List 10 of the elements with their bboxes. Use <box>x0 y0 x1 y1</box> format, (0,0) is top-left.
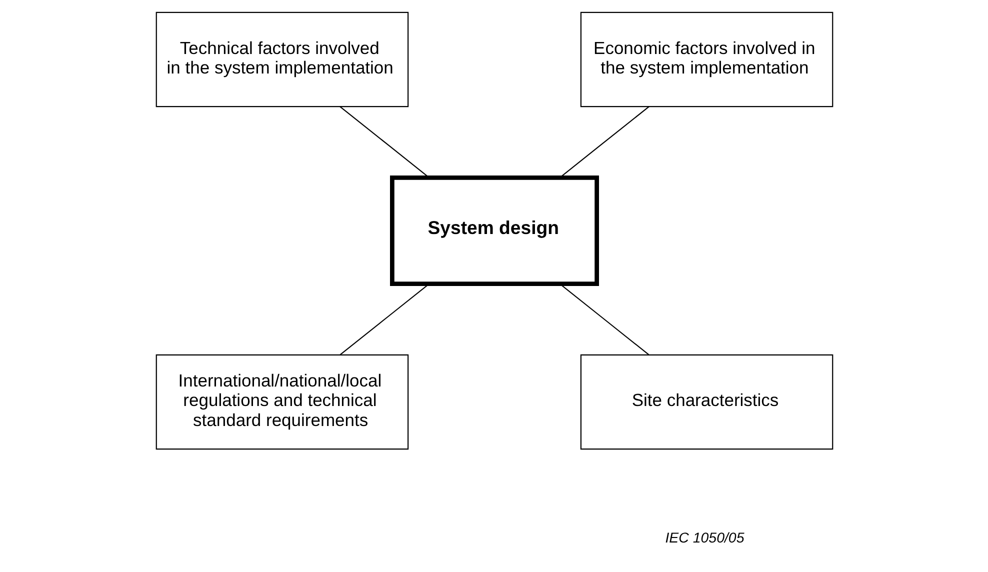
node-box: Technical factors involved in the system implementation <box>155 12 408 108</box>
connector <box>559 106 649 178</box>
node-box: International/national/local regulations and technical standard requirements <box>155 354 408 450</box>
node-box: System design <box>390 175 598 286</box>
label: IEC 1050/05 <box>664 530 744 546</box>
connector <box>559 284 649 356</box>
node-box: Economic factors involved in the system implementation <box>580 12 833 108</box>
node-box: Site characteristics <box>580 354 833 450</box>
connector <box>339 284 429 356</box>
connector <box>339 106 429 178</box>
